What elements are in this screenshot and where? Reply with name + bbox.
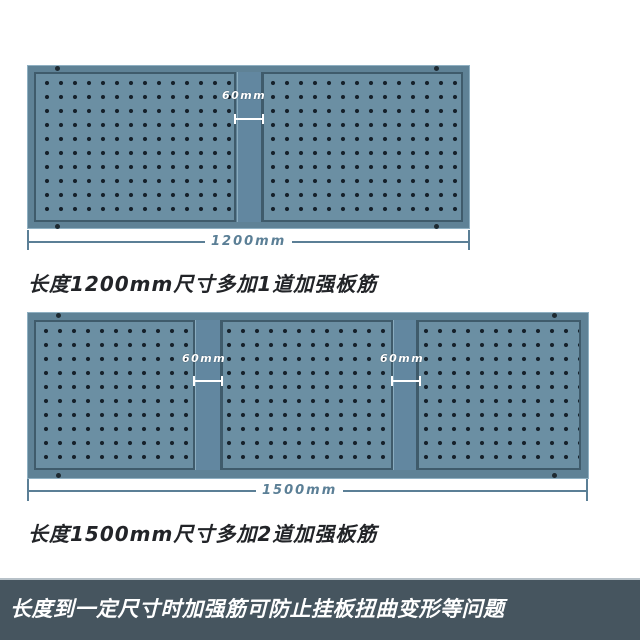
reinforcement-rib: [237, 72, 262, 222]
hook-icon: [552, 473, 557, 478]
length-dimension-label: 1200mm: [205, 234, 293, 250]
reinforcement-rib-1: [195, 320, 221, 470]
rib-width-label-1: 60mm: [182, 352, 227, 365]
banner-text: 长度到一定尺寸时加强筋可防止挂板扭曲变形等问题: [10, 597, 505, 621]
hook-icon: [56, 313, 61, 318]
hook-icon: [55, 224, 60, 229]
dimension-tick-right: [468, 230, 470, 250]
hook-icon: [434, 66, 439, 71]
hook-icon: [56, 473, 61, 478]
board-caption-1200: 长度1200mm尺寸多加1道加强板筋: [28, 272, 378, 296]
rib-width-marker-2: [391, 376, 421, 386]
pegboard-holes-left: [39, 324, 195, 464]
pegboard-holes-right: [419, 324, 579, 464]
hook-icon: [434, 224, 439, 229]
pegboard-holes-left: [40, 76, 236, 216]
info-banner: 长度到一定尺寸时加强筋可防止挂板扭曲变形等问题: [0, 578, 640, 640]
hook-icon: [55, 66, 60, 71]
board-caption-1500: 长度1500mm尺寸多加2道加强板筋: [28, 522, 378, 546]
pegboard-holes-middle: [222, 324, 392, 464]
hook-icon: [552, 313, 557, 318]
dimension-tick-left: [27, 230, 29, 250]
rib-width-label-2: 60mm: [380, 352, 425, 365]
length-dimension-label: 1500mm: [256, 483, 344, 499]
rib-width-marker: [234, 114, 264, 124]
pegboard-holes-right: [266, 76, 462, 216]
reinforcement-rib-2: [393, 320, 417, 470]
rib-width-label: 60mm: [222, 89, 267, 102]
rib-width-marker-1: [193, 376, 223, 386]
